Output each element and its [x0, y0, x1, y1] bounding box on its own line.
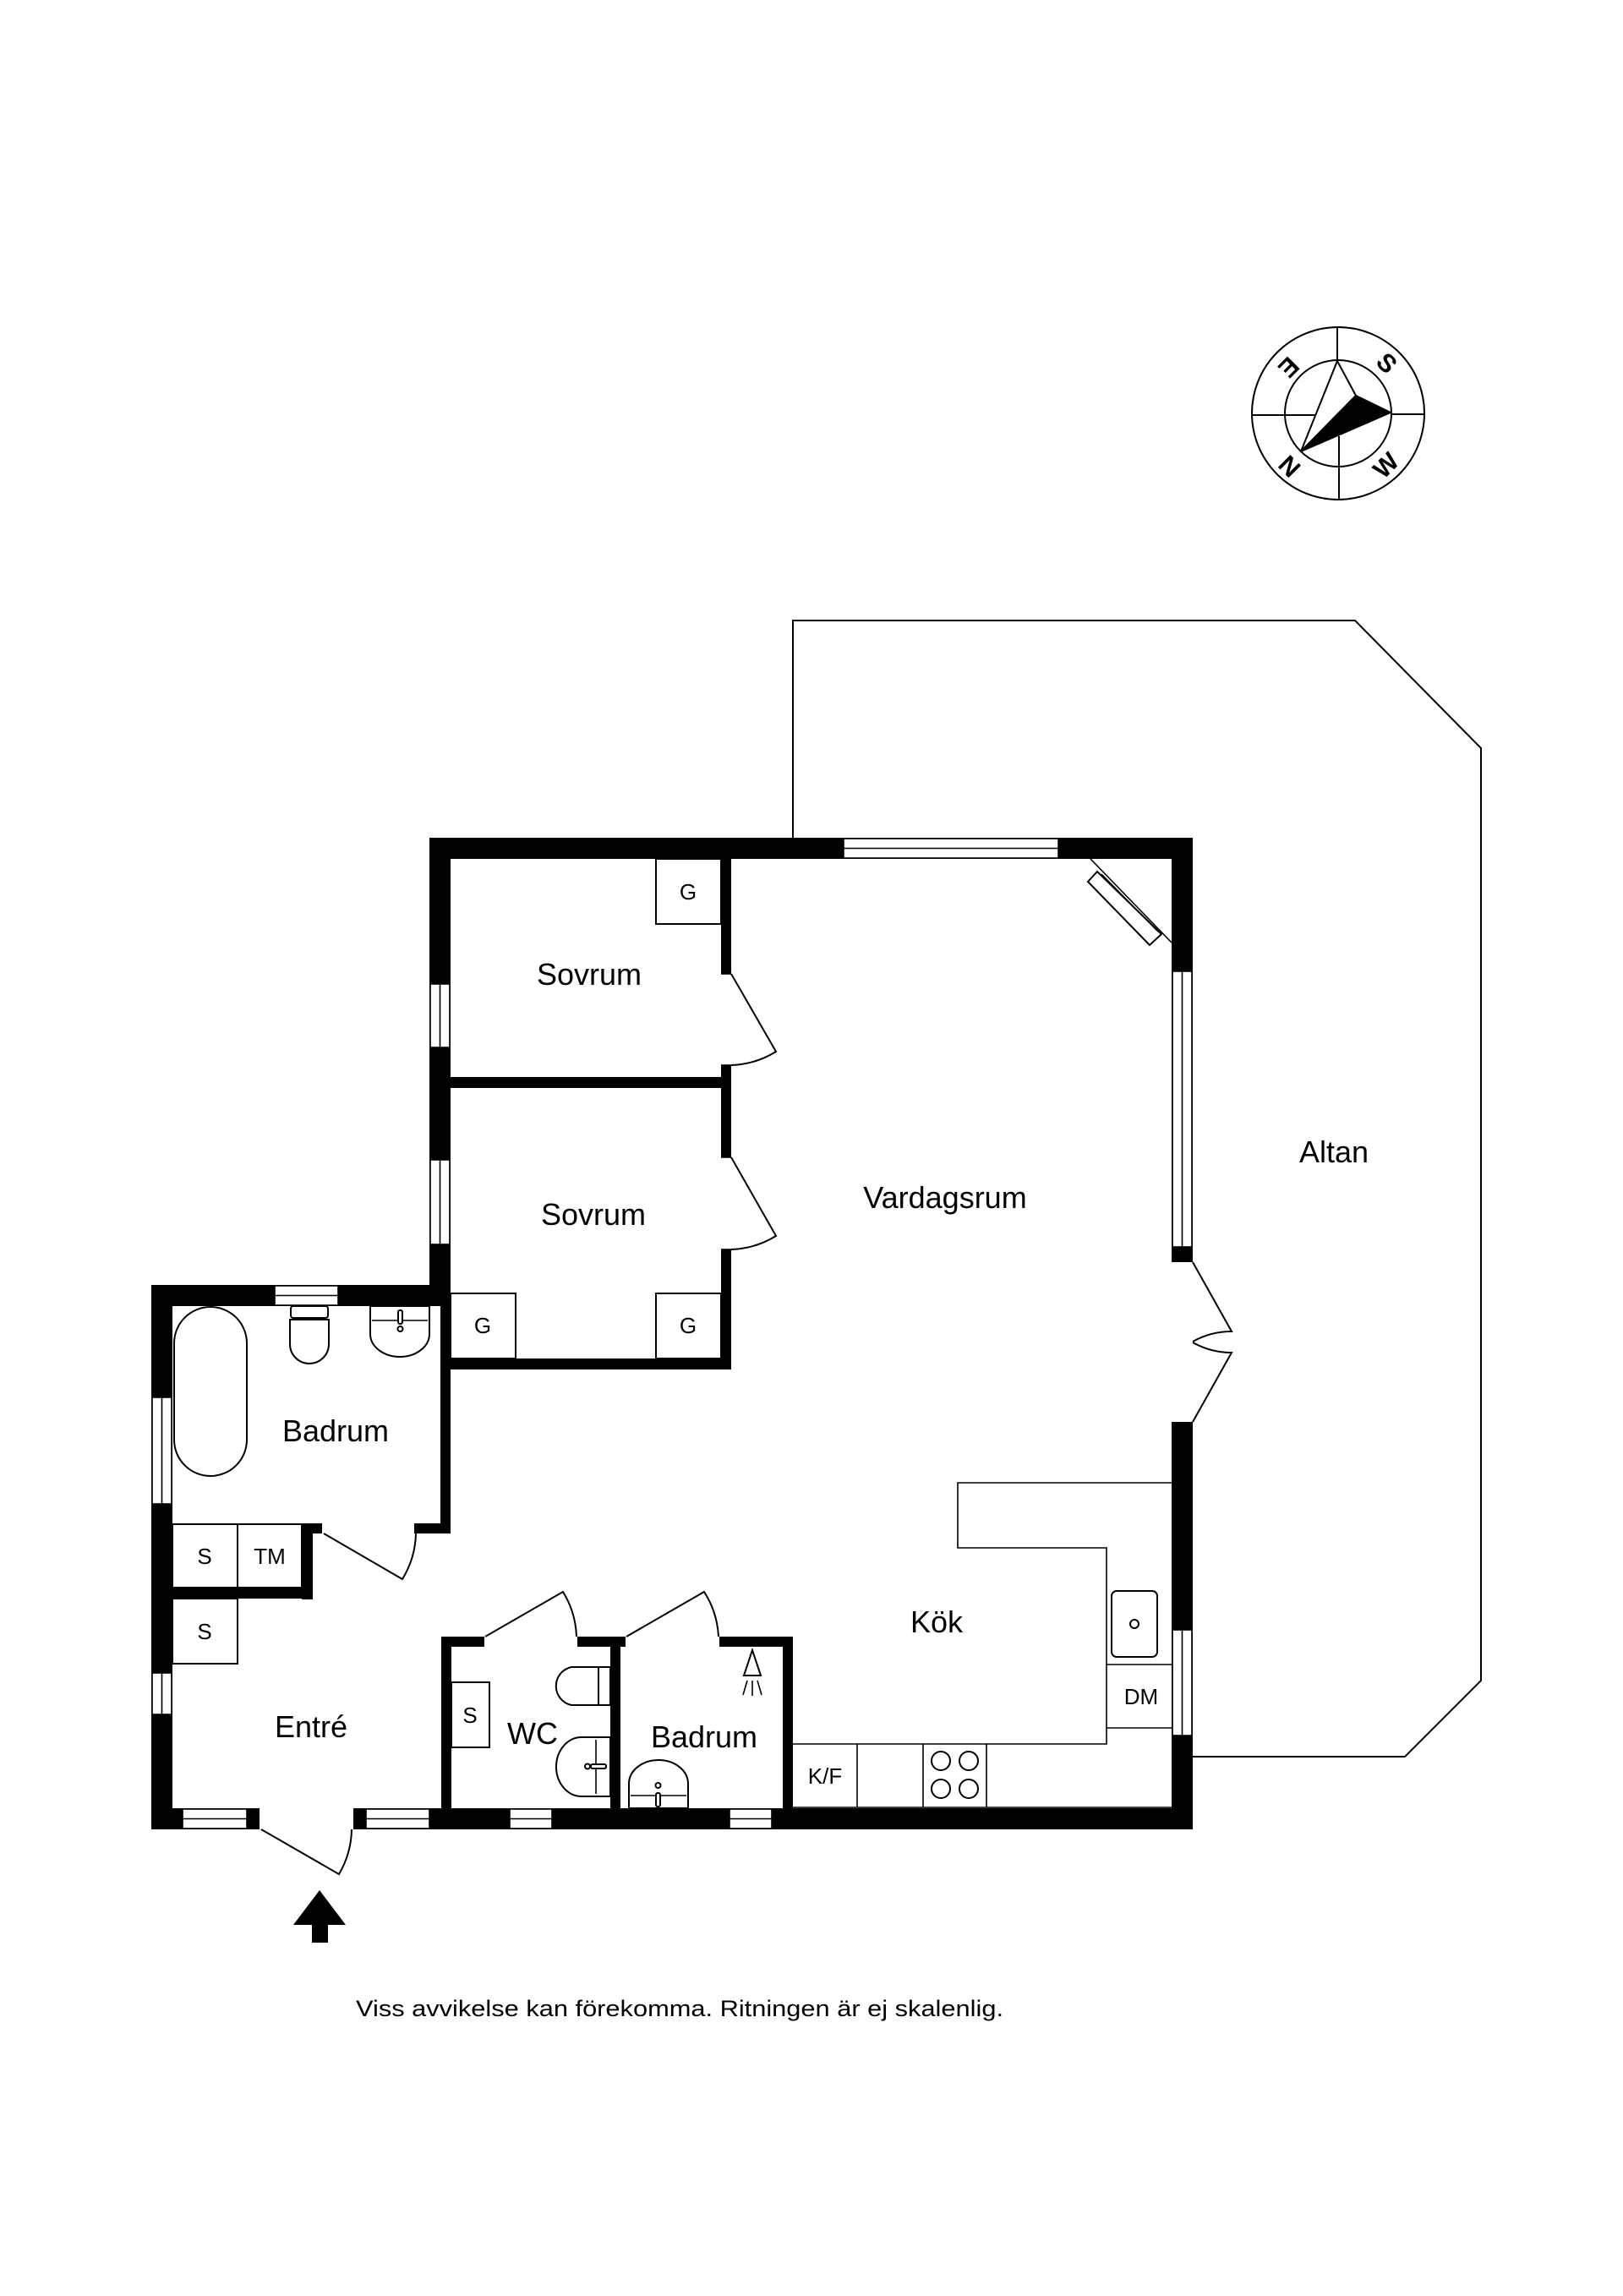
cabinets: G G G S TM S S — [172, 858, 722, 1748]
disclaimer-text: Viss avvikelse kan förekomma. Ritningen … — [356, 1996, 1003, 2021]
room-label-kitchen: Kök — [910, 1604, 964, 1639]
storage-label: S — [197, 1544, 211, 1569]
arrow-up-icon — [293, 1890, 346, 1943]
room-labels: Sovrum Sovrum Vardagsrum Badrum Entré WC… — [275, 957, 1369, 1754]
compass-rose-icon: N E S W — [1251, 326, 1425, 500]
room-label-entrance: Entré — [275, 1709, 347, 1744]
room-label-bathroom: Badrum — [282, 1413, 389, 1448]
bathtub — [173, 1306, 248, 1477]
compass-north-label: N — [1274, 450, 1307, 483]
doors — [247, 973, 1233, 1876]
windows — [151, 838, 1193, 1829]
small-bathroom-fixtures — [628, 1647, 762, 1809]
terrace-outline — [792, 620, 1482, 1758]
wardrobe-label: G — [474, 1313, 491, 1338]
fridge-freezer-label: K/F — [808, 1763, 842, 1789]
room-label-wc: WC — [507, 1716, 558, 1751]
room-label-small-bathroom: Badrum — [651, 1719, 757, 1754]
room-label-terrace: Altan — [1299, 1134, 1369, 1169]
toilet-icon — [289, 1305, 330, 1364]
dishwasher-label: DM — [1124, 1684, 1158, 1709]
storage-label: S — [197, 1619, 211, 1644]
fireplace — [1086, 858, 1172, 947]
toilet-icon — [555, 1666, 611, 1706]
wardrobe-label: G — [680, 1313, 697, 1338]
kitchen-sink-icon — [1111, 1590, 1158, 1658]
room-label-bedroom-2: Sovrum — [541, 1197, 646, 1232]
kitchen-fixtures: K/F DM — [793, 1482, 1172, 1808]
sink-icon — [628, 1759, 689, 1809]
room-label-living-room: Vardagsrum — [863, 1180, 1026, 1215]
washing-machine-label: TM — [254, 1544, 286, 1569]
wc-fixtures — [555, 1666, 611, 1797]
storage-label: S — [462, 1703, 477, 1728]
shower-icon — [742, 1647, 762, 1696]
wardrobe-label: G — [680, 879, 697, 905]
sink-icon — [369, 1305, 430, 1358]
bathroom-fixtures — [173, 1305, 430, 1477]
sink-icon — [555, 1736, 611, 1797]
room-label-bedroom-1: Sovrum — [537, 957, 642, 992]
stove-icon — [931, 1751, 979, 1799]
